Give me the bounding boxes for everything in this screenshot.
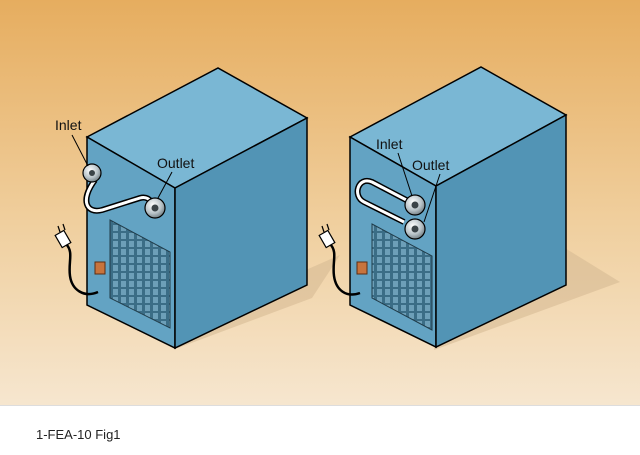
- unit-2-outlet-label: Outlet: [412, 157, 450, 173]
- illustration: [0, 0, 640, 405]
- caption-divider: [0, 405, 640, 406]
- cabinet-side: [174, 116, 308, 350]
- inlet-fitting-icon: [82, 163, 102, 183]
- power-switch: [94, 261, 106, 275]
- unit-1-inlet-label: Inlet: [55, 117, 82, 133]
- inlet-leader: [71, 134, 89, 167]
- inlet-leader: [397, 152, 413, 197]
- power-cord: [65, 243, 99, 296]
- outlet-leader: [423, 173, 441, 223]
- outlet-leader: [157, 171, 173, 199]
- vent-grille: [371, 223, 433, 331]
- power-cord: [329, 243, 361, 296]
- power-switch: [356, 261, 368, 275]
- outlet-fitting-icon: [144, 197, 166, 219]
- unit-1-outlet-label: Outlet: [157, 155, 195, 171]
- inlet-fitting-icon: [404, 194, 426, 216]
- chiller-unit-2: [318, 66, 620, 350]
- bypass-loop-hose-fill: [356, 179, 413, 224]
- plug-icon: [318, 223, 336, 249]
- plug-icon: [54, 223, 72, 249]
- unit-2-inlet-label: Inlet: [376, 136, 403, 152]
- cabinet-side: [435, 113, 567, 349]
- chiller-unit-1: [54, 67, 340, 350]
- outlet-fitting-icon: [404, 218, 426, 240]
- vent-grille: [109, 219, 171, 329]
- figure-caption: 1-FEA-10 Fig1: [36, 427, 121, 442]
